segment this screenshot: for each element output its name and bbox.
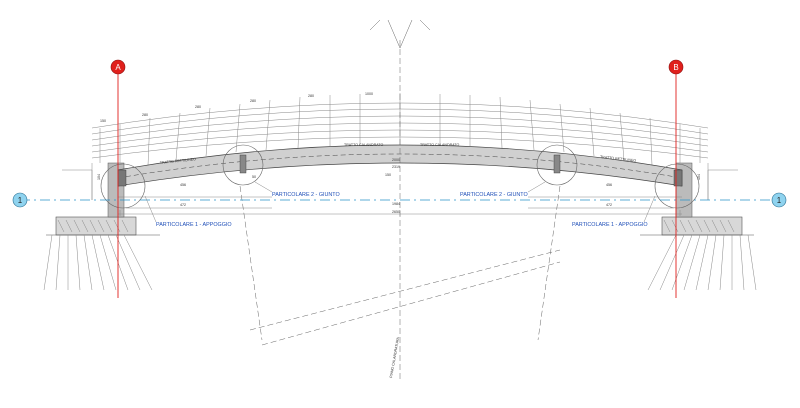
dim-456-left: 456 (180, 183, 186, 187)
dim-2319: 2319 (392, 165, 400, 169)
dim-2650: 2650 (392, 210, 400, 214)
dim-top-left-1: 150 (100, 119, 106, 123)
dim-top-left-4: 280 (250, 99, 256, 103)
dim-2000: 2000 (392, 158, 400, 162)
dim-top-right-1: 1000 (365, 92, 373, 96)
callout-support-left[interactable]: PARTICOLARE 1 - APPOGGIO (156, 222, 232, 228)
dim-top-left-3: 280 (195, 105, 201, 109)
dim-1984: 1984 (392, 202, 400, 206)
callout-support-right[interactable]: PARTICOLARE 1 - APPOGGIO (572, 222, 648, 228)
grid-bubble-a[interactable]: A (110, 59, 126, 75)
grid-label-1-left: 1 (18, 196, 23, 205)
dim-456-right: 456 (606, 183, 612, 187)
detail-circle-joint-left (222, 144, 264, 186)
grid-label-b: B (673, 63, 678, 72)
grid-bubble-1-left[interactable]: 1 (12, 192, 28, 208)
grid-bubble-1-right[interactable]: 1 (771, 192, 787, 208)
label-arc-left: TRATTO CALANDRATO (344, 143, 383, 147)
grid-label-1-right: 1 (777, 196, 782, 205)
callout-joint-right[interactable]: PARTICOLARE 2 - GIUNTO (460, 192, 528, 198)
dim-top-mid: 280 (308, 94, 314, 98)
callout-leader-joint-right (527, 181, 546, 193)
callout-leader-joint-left (254, 181, 273, 193)
callout-joint-left[interactable]: PARTICOLARE 2 - GIUNTO (272, 192, 340, 198)
label-slope-note: PIANO CALANDRATURA (389, 336, 400, 378)
dim-150: 150 (385, 173, 391, 177)
left-abutment (43, 162, 160, 291)
label-segment-right: TRATTO RETTILINEO (600, 155, 637, 163)
detail-circle-support-right (654, 163, 700, 209)
label-segment-left: TRATTO RETTILINEO (160, 157, 197, 165)
dim-50: 50 (252, 175, 256, 179)
label-arc-right: TRATTO CALANDRATO (420, 143, 459, 147)
dim-104-left: 104 (97, 174, 101, 180)
grid-bubble-b[interactable]: B (668, 59, 684, 75)
dim-top-left-2: 280 (142, 113, 148, 117)
dim-472-left: 472 (180, 203, 186, 207)
detail-circle-joint-right (536, 144, 578, 186)
callout-leader-support-right (643, 195, 656, 223)
callout-leader-support-left (144, 195, 157, 223)
dim-104-right: 104 (697, 174, 701, 180)
grid-label-a: A (115, 63, 121, 72)
detail-circle-support-left (100, 163, 146, 209)
construction-lines (239, 19, 561, 380)
dim-472-right: 472 (606, 203, 612, 207)
